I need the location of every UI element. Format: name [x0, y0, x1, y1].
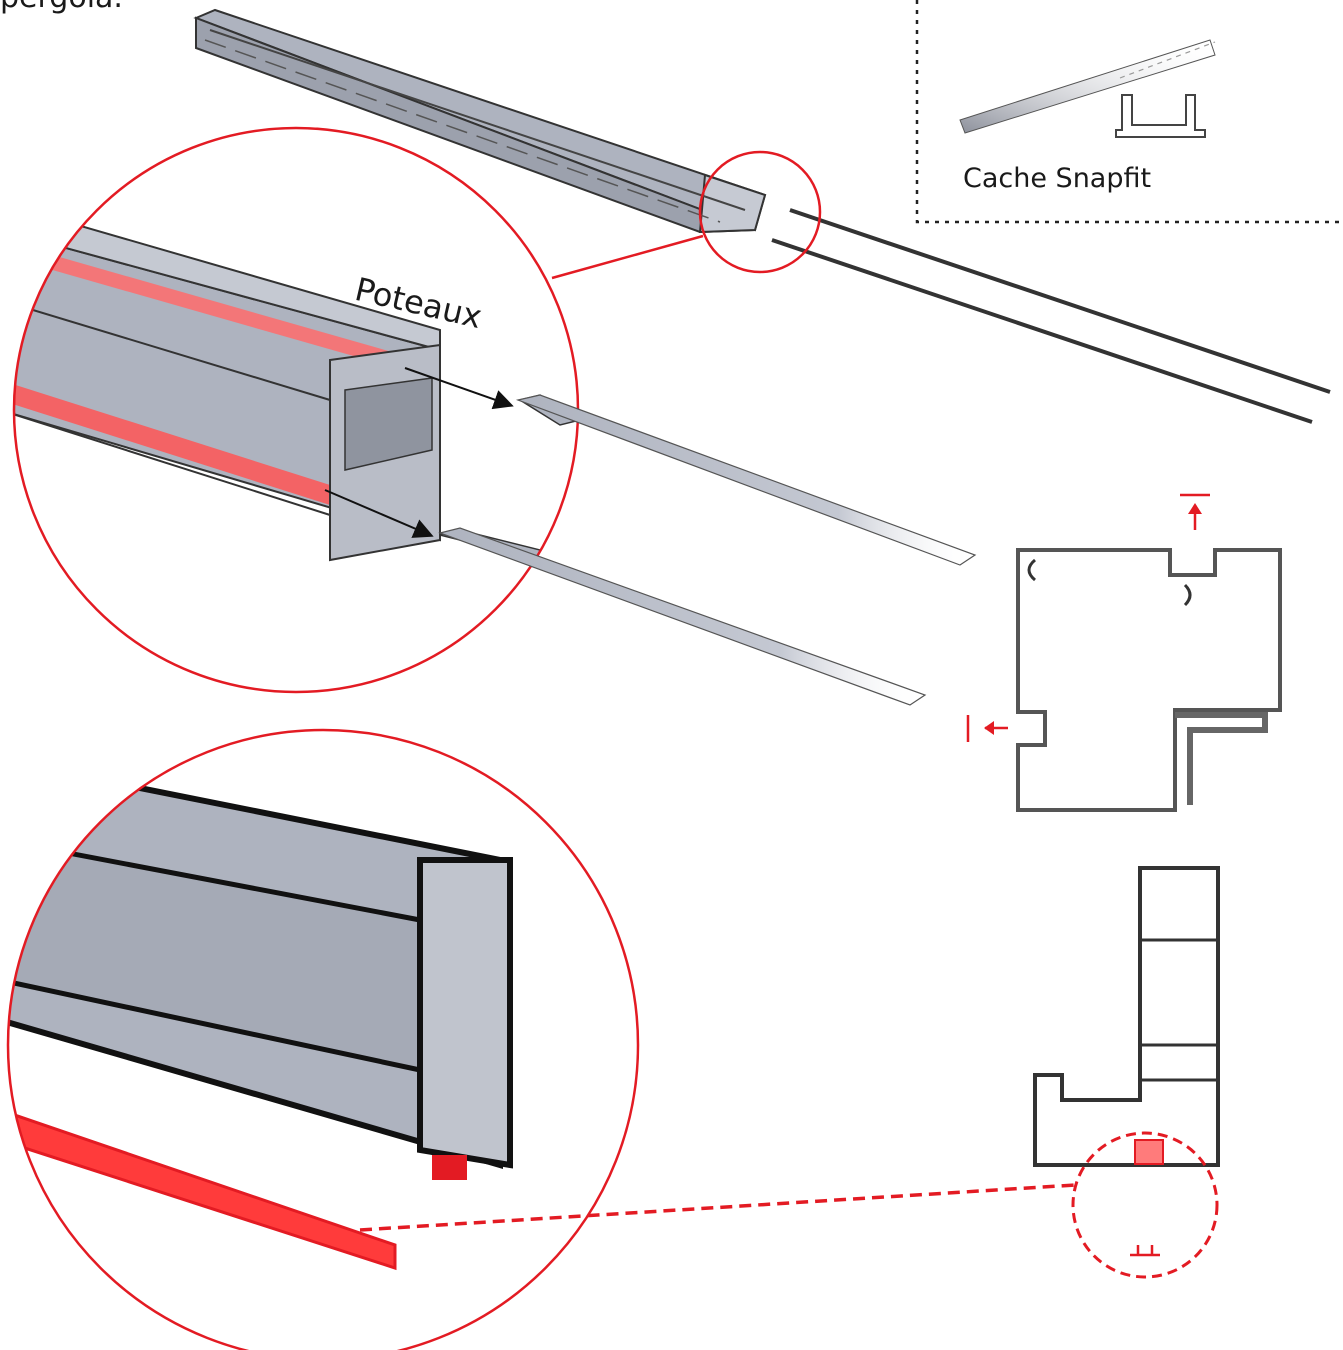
header-partial-text: pergola.: [0, 0, 123, 15]
top-rods: [771, 208, 1331, 424]
cross-section-beam: [1033, 866, 1220, 1279]
inset-dashed-border: [915, 0, 1343, 224]
cache-snapfit-inset: [959, 39, 1216, 138]
label-cache-snapfit: Cache Snapfit: [963, 163, 1152, 194]
cross-section-post: [966, 493, 1282, 812]
detail-marker-circle: [698, 150, 822, 274]
top-post: [193, 8, 767, 234]
zoom-circle-top: [12, 126, 580, 694]
zoom-circle-bottom: [6, 728, 640, 1350]
exploded-strips: [437, 394, 977, 706]
detail-leader-line: [551, 234, 704, 280]
bottom-dashed-leader: [359, 1183, 1076, 1232]
